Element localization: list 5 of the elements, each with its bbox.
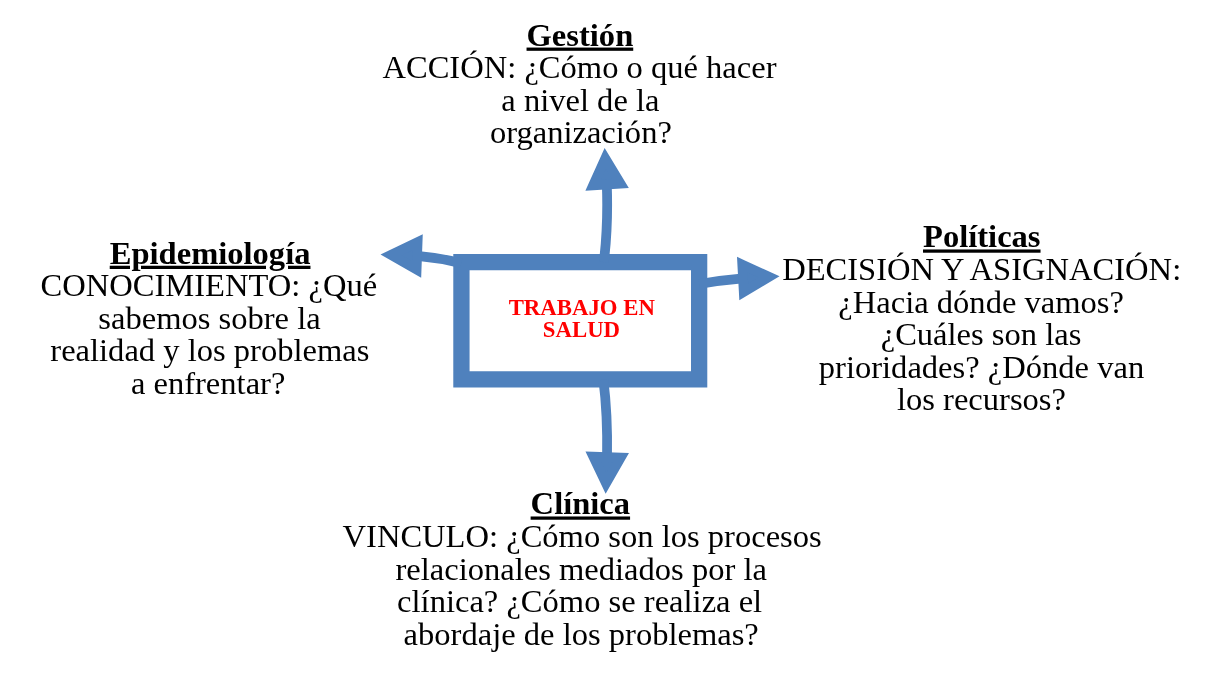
node-box: TRABAJO EN SALUD [452,253,707,388]
node-text: Gestión ACCIÓN: ¿Cómo o qué hacer a nivel de la organización? [381,16,777,151]
node-text: Políticas DECISIÓN Y ASIGNACIÓN: ¿Hacia dónde vamos? ¿Cuáles son las prioridades? ¿Dónde van los recursos? [781,218,1181,418]
node-text: Epidemiología CONOCIMIENTO: ¿Qué sabemos sobre la realidad y los problemas a enfrentar? [40,234,377,401]
node-text: Clínica VINCULO: ¿Cómo son los procesos relacionales mediados por la clínica? ¿Cómo se realiza el abordaje de los problemas? [342,485,822,652]
